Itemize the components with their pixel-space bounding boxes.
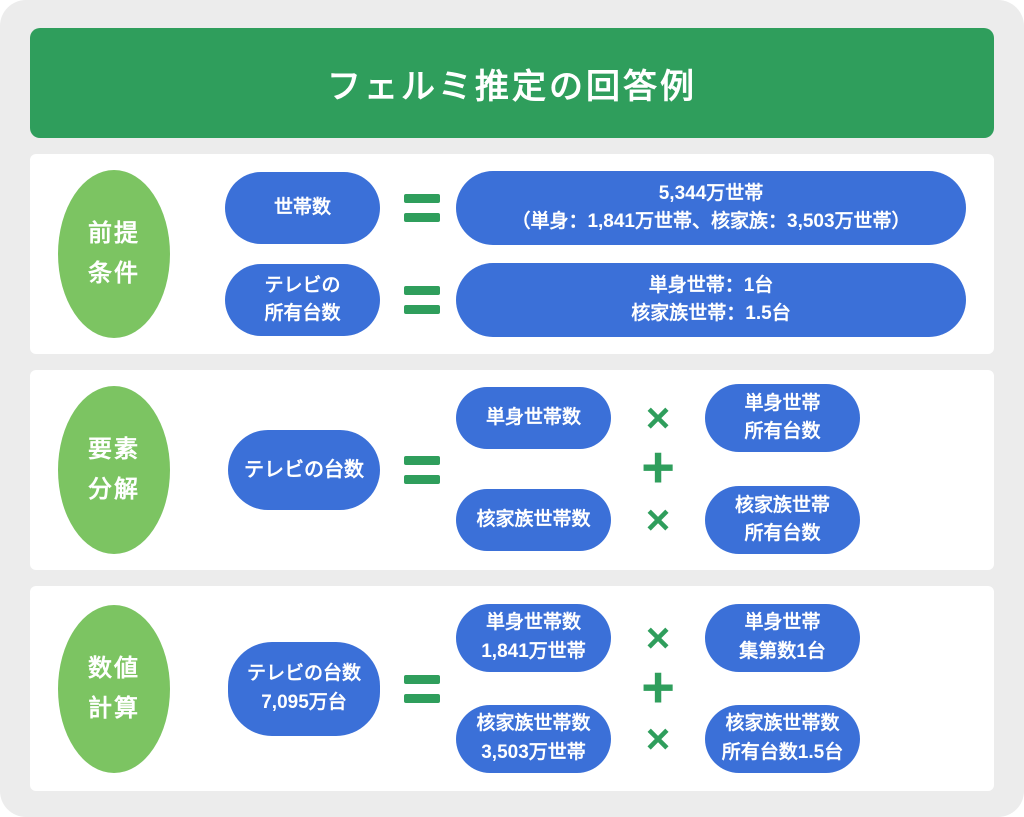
nuclear-households-pill: 核家族世帯数 [456, 489, 611, 551]
section-label-calculation: 数値 計算 [58, 604, 170, 773]
pill-text-line: （単身：1,841万世帯、核家族：3,503万世帯） [511, 211, 911, 232]
pill-text-line: 単身世帯 [744, 612, 821, 633]
calculation-terms: 単身世帯数 1,841万世帯 × 単身世帯 集第数1台 + 核家族世帯数 3,5… [456, 603, 860, 775]
multiply-icon: × [645, 394, 671, 441]
section-decomposition: 要素 分解 テレビの台数 単身世帯数 × 単身世帯 所有台数 + 核家族世帯数 [30, 370, 994, 570]
plus-icon: + [641, 435, 675, 500]
single-ownership-pill: 単身世帯 所有台数 [705, 384, 860, 452]
pill-text-line: 核家族世帯数 [476, 713, 591, 734]
pill-text-line: 所有台数 [744, 421, 821, 442]
equals-icon [404, 194, 440, 222]
multiply-icon: × [645, 714, 671, 762]
pill-text-line: 所有台数1.5台 [721, 741, 844, 763]
equals-bar [404, 213, 440, 222]
tv-count-pill: テレビの台数 [228, 430, 380, 510]
households-value-pill: 5,344万世帯 （単身：1,841万世帯、核家族：3,503万世帯） [456, 171, 966, 245]
section-preconditions: 前提 条件 世帯数 5,344万世帯 （単身：1,841万世帯、核家族：3,50… [30, 154, 994, 354]
pill-text-line: 所有台数 [744, 523, 821, 544]
equals-icon [404, 286, 440, 314]
pill-text-line: テレビの [264, 274, 341, 296]
equals-bar [404, 693, 440, 703]
pill-text-line: 核家族世帯：1.5台 [631, 303, 791, 324]
pill-text-line: 単身世帯数 [485, 612, 581, 633]
pill-text-line: 核家族世帯数 [476, 508, 591, 530]
multiply-icon: × [645, 613, 671, 661]
title-banner: フェルミ推定の回答例 [30, 28, 994, 138]
pill-text-line: 所有台数 [264, 303, 341, 324]
pill-text-line: 3,503万世帯 [481, 741, 586, 763]
single-households-value-pill: 単身世帯数 1,841万世帯 [456, 603, 611, 672]
equals-bar [404, 305, 440, 314]
pill-text-line: 1,841万世帯 [481, 640, 586, 662]
tv-ownership-term-pill: テレビの 所有台数 [225, 264, 380, 336]
nuclear-ownership-value-pill: 核家族世帯数 所有台数1.5台 [705, 704, 860, 773]
section-label-line: 要素 [88, 436, 140, 464]
pill-text-line: 単身世帯：1台 [648, 274, 774, 296]
equals-icon [404, 674, 440, 703]
multiply-icon: × [645, 496, 671, 543]
plus-icon: + [641, 654, 675, 720]
pill-text-line: テレビの台数 [244, 459, 364, 481]
equals-icon [404, 456, 440, 484]
pill-text-line: 世帯数 [273, 196, 331, 218]
equals-bar [404, 286, 440, 295]
pill-text-line: 単身世帯 [744, 392, 821, 414]
single-ownership-value-pill: 単身世帯 集第数1台 [705, 603, 860, 672]
section-label-line: 計算 [88, 694, 140, 722]
nuclear-ownership-pill: 核家族世帯 所有台数 [705, 486, 860, 554]
section-label-decomposition: 要素 分解 [58, 386, 170, 554]
tv-count-result-pill: テレビの台数 7,095万台 [228, 641, 380, 736]
pill-text-line: 7,095万台 [261, 691, 347, 713]
equals-bar [404, 194, 440, 203]
equation-tv-ownership: テレビの 所有台数 単身世帯：1台 核家族世帯：1.5台 [225, 263, 966, 337]
section-label-line: 条件 [88, 260, 140, 287]
households-term-pill: 世帯数 [225, 172, 380, 244]
section-label-preconditions: 前提 条件 [58, 170, 170, 338]
equals-bar [404, 674, 440, 684]
single-households-pill: 単身世帯数 [456, 387, 611, 449]
equals-bar [404, 475, 440, 484]
pill-text-line: 核家族世帯数 [725, 713, 840, 734]
section-label-line: 前提 [88, 220, 140, 248]
section-label-line: 数値 [88, 654, 140, 682]
nuclear-households-value-pill: 核家族世帯数 3,503万世帯 [456, 704, 611, 773]
pill-text-line: テレビの台数 [246, 663, 361, 684]
page-title: フェルミ推定の回答例 [327, 67, 697, 106]
equation-households: 世帯数 5,344万世帯 （単身：1,841万世帯、核家族：3,503万世帯） [225, 171, 966, 245]
preconditions-equations: 世帯数 5,344万世帯 （単身：1,841万世帯、核家族：3,503万世帯） … [225, 171, 966, 337]
decomposition-terms: 単身世帯数 × 単身世帯 所有台数 + 核家族世帯数 × 核家族世帯 所有台数 [456, 384, 860, 554]
pill-text-line: 核家族世帯 [734, 494, 830, 516]
section-calculation: 数値 計算 テレビの台数 7,095万台 単身世帯数 1,841万世帯 × 単身… [30, 586, 994, 791]
pill-text-line: 集第数1台 [739, 640, 826, 662]
equals-bar [404, 456, 440, 465]
tv-ownership-value-pill: 単身世帯：1台 核家族世帯：1.5台 [456, 263, 966, 337]
section-label-line: 分解 [88, 476, 140, 503]
pill-text-line: 単身世帯数 [485, 406, 581, 428]
pill-text-line: 5,344万世帯 [658, 182, 764, 204]
